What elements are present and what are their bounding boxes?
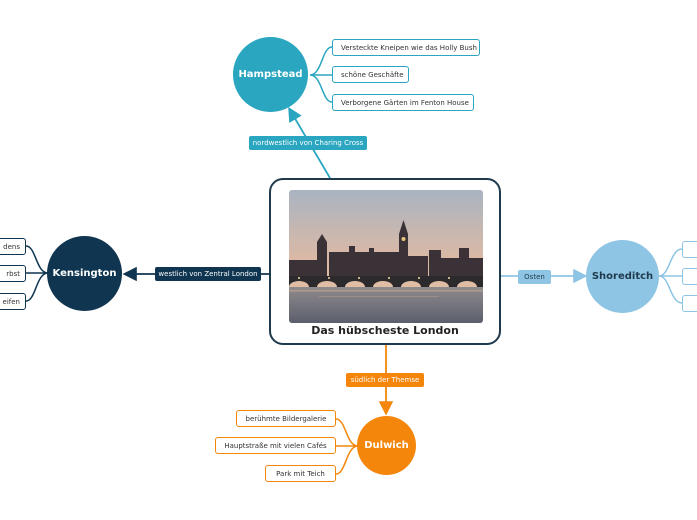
- topic-kensington[interactable]: Kensington: [47, 236, 122, 311]
- connector-label-hampstead[interactable]: nordwestlich von Charing Cross: [249, 136, 367, 150]
- leaf-dulwich-3[interactable]: Park mit Teich: [265, 465, 336, 482]
- topic-dulwich[interactable]: Dulwich: [357, 416, 416, 475]
- topic-label-kensington: Kensington: [52, 268, 117, 279]
- leaf-kensington-1[interactable]: dens: [0, 238, 26, 255]
- leaf-shoreditch-1[interactable]: [682, 241, 697, 258]
- topic-label-hampstead: Hampstead: [238, 69, 303, 80]
- link-hampstead-leaves: [309, 46, 333, 103]
- leaf-hampstead-2[interactable]: schöne Geschäfte: [332, 66, 409, 83]
- leaf-shoreditch-3[interactable]: [682, 295, 697, 312]
- link-shoreditch-leaves: [658, 248, 683, 304]
- leaf-dulwich-1[interactable]: berühmte Bildergalerie: [236, 410, 336, 427]
- leaf-hampstead-3[interactable]: Verborgene Gärten im Fenton House: [332, 94, 474, 111]
- leaf-kensington-3[interactable]: eifen: [0, 293, 26, 310]
- london-skyline-photo: [289, 190, 483, 323]
- leaf-shoreditch-2[interactable]: [682, 268, 697, 285]
- connector-label-shoreditch[interactable]: Osten: [518, 270, 551, 284]
- link-dulwich-leaves: [335, 418, 359, 475]
- topic-label-shoreditch: Shoreditch: [591, 271, 654, 282]
- connector-label-kensington[interactable]: westlich von Zentral London: [155, 267, 261, 281]
- link-kensington-leaves: [25, 245, 49, 302]
- leaf-hampstead-1[interactable]: Versteckte Kneipen wie das Holly Bush: [332, 39, 480, 56]
- central-topic[interactable]: Das hübscheste London: [269, 178, 501, 345]
- topic-hampstead[interactable]: Hampstead: [233, 37, 308, 112]
- topic-shoreditch[interactable]: Shoreditch: [586, 240, 659, 313]
- topic-label-dulwich: Dulwich: [364, 440, 409, 451]
- leaf-kensington-2[interactable]: rbst: [0, 265, 26, 282]
- central-title: Das hübscheste London: [311, 324, 459, 337]
- leaf-dulwich-2[interactable]: Hauptstraße mit vielen Cafés: [215, 437, 336, 454]
- connector-label-dulwich[interactable]: südlich der Themse: [346, 373, 424, 387]
